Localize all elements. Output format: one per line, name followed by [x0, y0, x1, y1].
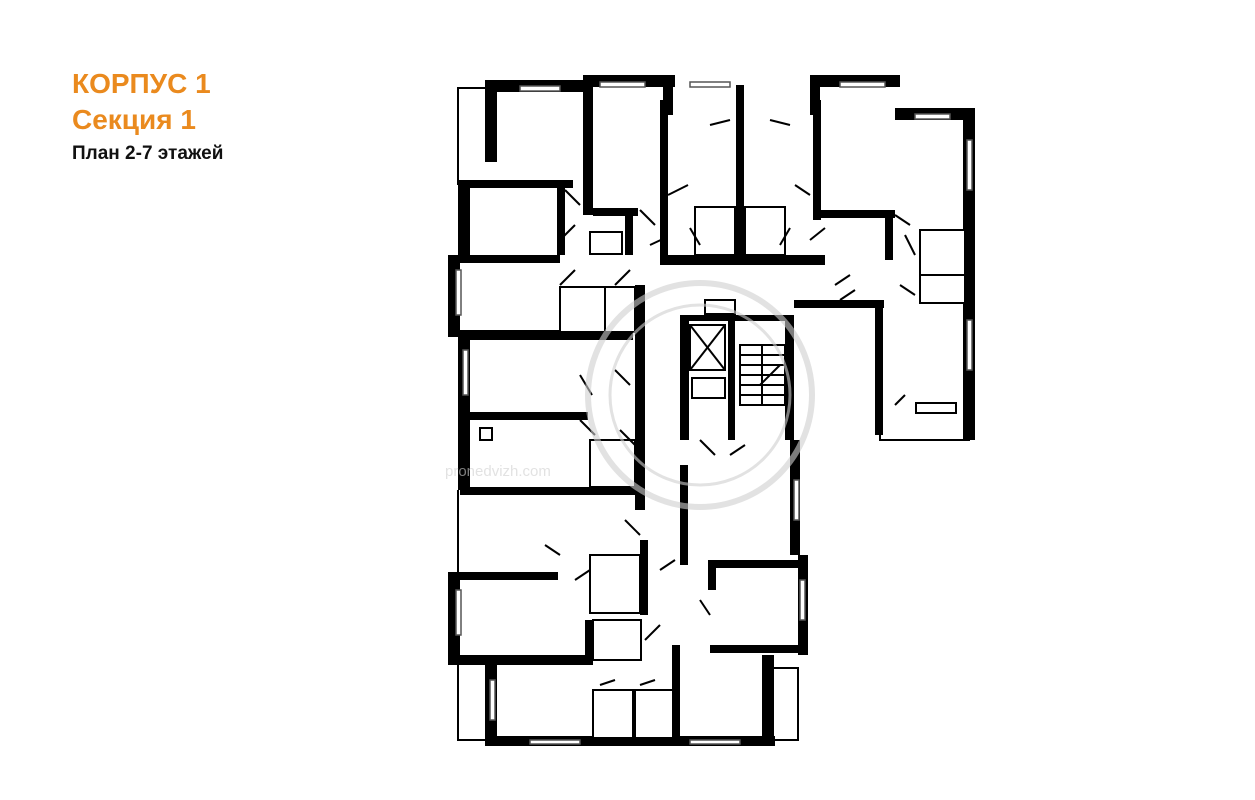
title-block: КОРПУС 1 Секция 1 План 2-7 этажей — [72, 66, 223, 168]
watermark-text: pronedvizh.com — [445, 463, 551, 480]
interior-walls — [448, 80, 895, 740]
watermark-logo: pronedvizh.com — [445, 280, 815, 510]
windows — [455, 81, 973, 745]
doors — [544, 119, 916, 686]
building-title: КОРПУС 1 — [72, 68, 211, 99]
section-title: Секция 1 — [72, 104, 196, 135]
floors-subtitle: План 2-7 этажей — [72, 143, 224, 164]
partitions — [479, 206, 966, 739]
